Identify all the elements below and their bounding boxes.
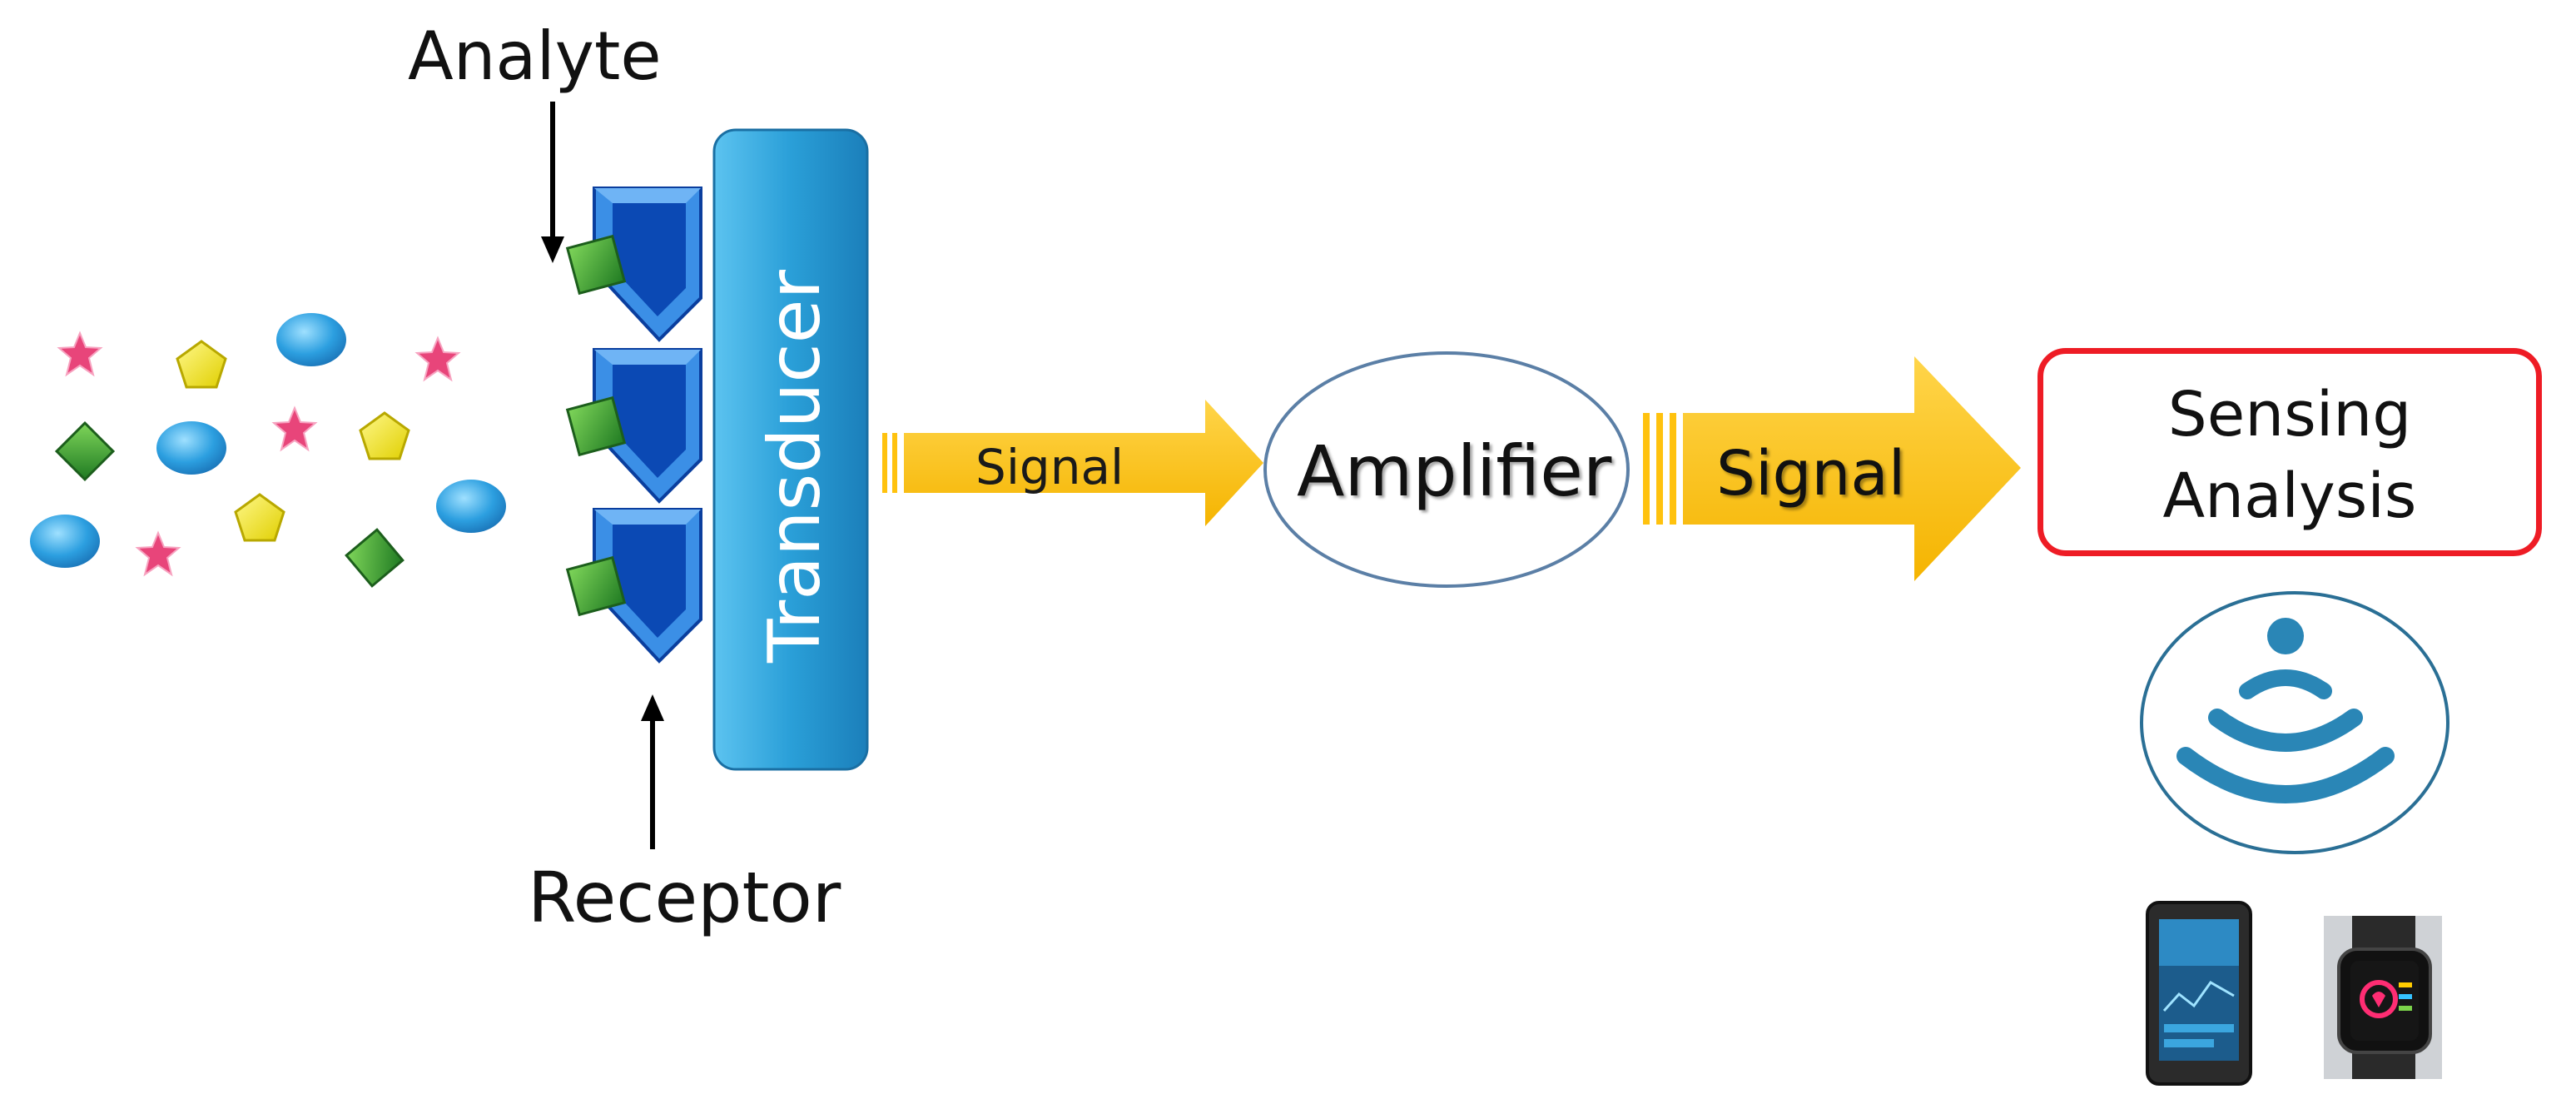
signal-label-large: Signal <box>1716 438 1906 510</box>
analyte-ellipse <box>156 421 226 475</box>
analyte-star <box>416 337 459 380</box>
analyte-pentagon <box>234 493 285 542</box>
analyte-star <box>273 407 316 450</box>
receptor-array <box>565 186 702 663</box>
wireless-signal-icon <box>2140 591 2449 854</box>
transducer-block <box>712 128 869 771</box>
receptor <box>565 508 702 663</box>
amplifier-ellipse <box>1263 351 1630 588</box>
analyte-ellipse <box>30 515 100 568</box>
sensing-analysis-line-2: Analysis <box>2162 460 2417 532</box>
analyte-ellipse <box>436 480 506 533</box>
sensing-analysis-line-1: Sensing <box>2167 379 2412 450</box>
analyte-particles <box>30 313 506 588</box>
receptor-pointer-arrow <box>641 694 664 849</box>
smartwatch-icon <box>2324 916 2442 1079</box>
receptor <box>565 186 702 341</box>
analyte-pentagon <box>176 340 227 389</box>
amplifier-label: Amplifier <box>1297 430 1612 512</box>
analyte-star <box>136 532 180 575</box>
analyte-ellipse <box>276 313 346 366</box>
analyte-pointer-arrow <box>541 102 564 263</box>
transducer-label: Transducer <box>753 270 836 663</box>
signal-label-small: Signal <box>975 439 1124 495</box>
analyte-cube <box>55 421 115 481</box>
receptor-label: Receptor <box>528 857 841 938</box>
analyte-cube <box>345 528 405 588</box>
sensing-analysis-box: Sensing Analysis <box>2037 348 2542 556</box>
analyte-star <box>58 332 102 375</box>
analyte-label: Analyte <box>408 17 662 95</box>
receptor <box>565 348 702 503</box>
smartphone-icon <box>2146 901 2252 1086</box>
signal-arrow-small <box>882 400 1263 526</box>
analyte-pentagon <box>359 411 410 460</box>
signal-arrow-large <box>1643 356 2021 581</box>
